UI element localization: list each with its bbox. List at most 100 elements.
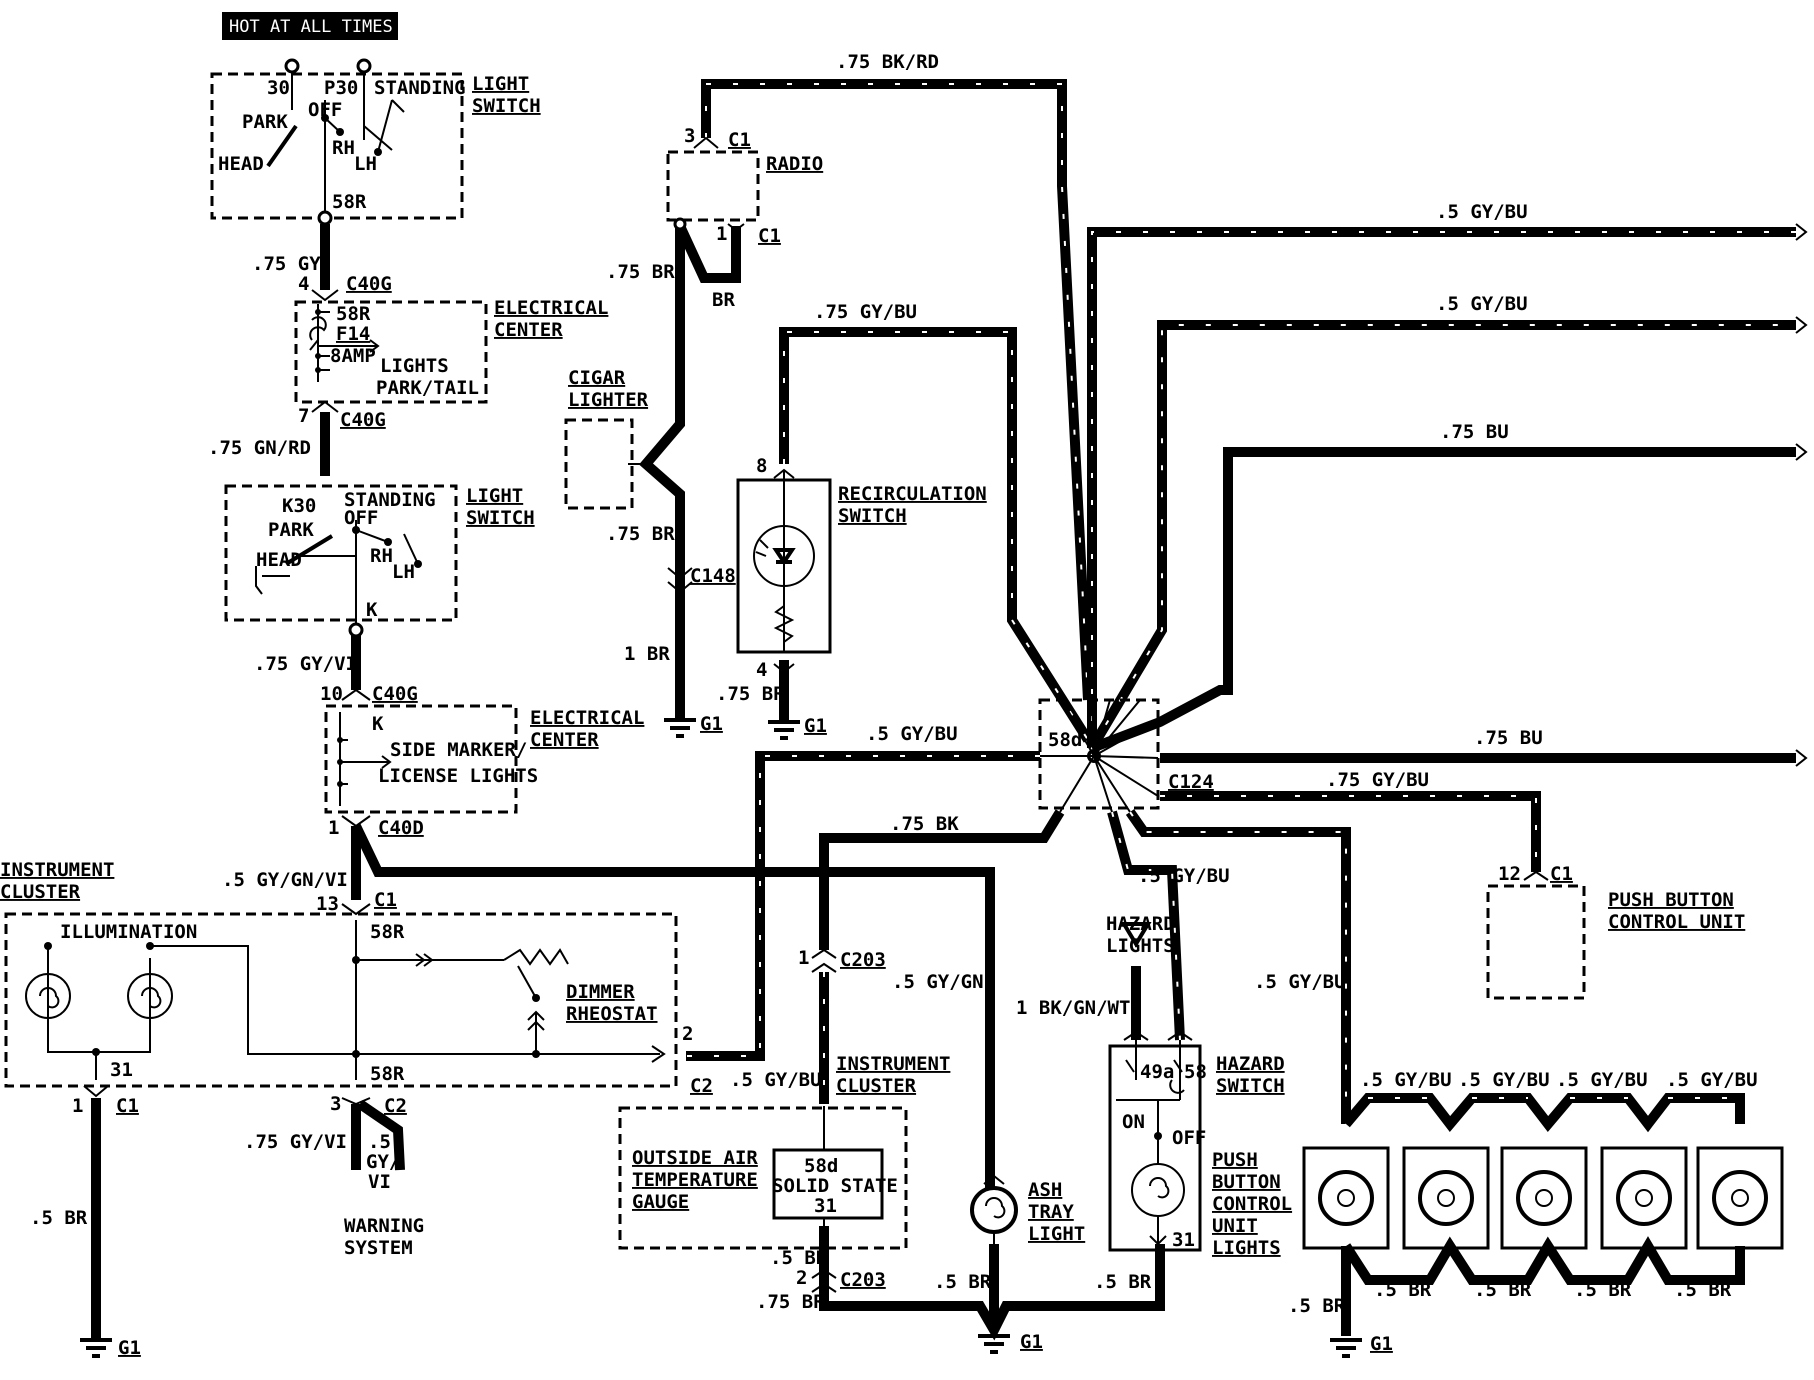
splice-label: 58d <box>1048 729 1082 751</box>
radio-box <box>666 150 760 222</box>
oat-ic1: INSTRUMENT <box>836 1053 950 1075</box>
c148: C148 <box>690 565 736 587</box>
bulb-box-4 <box>1600 1146 1688 1250</box>
wire-label-5gygn: .5 GY/GN <box>892 971 984 993</box>
ls2-lh: LH <box>392 561 415 583</box>
ec1-fuse: F14 <box>336 323 370 345</box>
splice-conn: C124 <box>1168 771 1214 793</box>
cigar-lighter-box <box>564 418 634 510</box>
g1-bottom: G1 <box>1020 1331 1043 1353</box>
hazard-flasher-arrow <box>1120 922 1152 948</box>
ec1-box <box>294 300 488 404</box>
wires <box>91 79 1796 1341</box>
ls1-58r: 58R <box>332 191 367 213</box>
instrument-cluster-box <box>4 912 678 1088</box>
wire-label-75bu-1: .75 BU <box>1440 421 1509 443</box>
wire-75-bkrd <box>701 79 1093 701</box>
ec2-title1: ELECTRICAL <box>530 707 644 729</box>
oat-ic2: CLUSTER <box>836 1075 917 1097</box>
ground-symbol-pb <box>1330 1338 1362 1358</box>
recirc-pin4: 4 <box>756 659 767 681</box>
pbcu-2: CONTROL UNIT <box>1608 911 1745 933</box>
pbcu-1: PUSH BUTTON <box>1608 889 1734 911</box>
ec1-parktail: PARK/TAIL <box>376 377 479 399</box>
oat-c203: C203 <box>840 949 886 971</box>
pbcu-c1: C1 <box>1550 863 1573 885</box>
wire-label-75gyvi: .75 GY/VI <box>254 653 357 675</box>
wire-label-1br: 1 BR <box>624 643 670 665</box>
wire-label-5gybu-r1: .5 GY/BU <box>1360 1069 1452 1091</box>
recirc-2: SWITCH <box>838 505 907 527</box>
oat-gauge-box <box>618 1106 908 1250</box>
bulb-box-3 <box>1500 1146 1588 1250</box>
wire-label-5br-r4: .5 BR <box>1674 1279 1732 1301</box>
ec1-title1: ELECTRICAL <box>494 297 608 319</box>
g1-ic: G1 <box>118 1337 141 1359</box>
wire-label-5br-ash: .5 BR <box>934 1271 992 1293</box>
oat-ss1: 58d <box>804 1155 838 1177</box>
solid-state-box <box>772 1148 884 1220</box>
wire-label-5gybu-6: .5 GY/BU <box>730 1069 822 1091</box>
g1-radio: G1 <box>700 713 723 735</box>
ls1-p30: P30 <box>324 77 358 99</box>
wire-5-gybu-pb <box>1125 809 1351 1124</box>
ic-c2b: C2 <box>384 1095 407 1117</box>
wire-label-75br-oat: .75 BR <box>756 1291 825 1313</box>
ic-dimmer2: RHEOSTAT <box>566 1003 658 1025</box>
pbl-1: PUSH <box>1212 1149 1258 1171</box>
labels: HOT AT ALL TIMES 30 P30 STANDING LIGHT S… <box>0 17 1758 1359</box>
ec2-pin1: 1 <box>328 817 339 839</box>
hazard-off: OFF <box>1172 1127 1206 1149</box>
g1-pb: G1 <box>1370 1333 1393 1355</box>
ls1-standing: STANDING <box>374 77 466 99</box>
pbcu-pin12: 12 <box>1498 863 1521 885</box>
radio-label: RADIO <box>766 153 823 175</box>
wire-label-5br-oat: .5 BR <box>770 1247 828 1269</box>
wire-label-br: BR <box>712 289 735 311</box>
warning-2: SYSTEM <box>344 1237 413 1259</box>
hazard-49a: 49a <box>1140 1061 1174 1083</box>
wire-label-75bk: .75 BK <box>890 813 959 835</box>
pbl-4: UNIT <box>1212 1215 1258 1237</box>
pb-bulbs <box>1302 1146 1784 1250</box>
ec1-pin4: 4 <box>298 273 309 295</box>
hazard-sw-1: HAZARD <box>1216 1053 1285 1075</box>
hot-badge: HOT AT ALL TIMES <box>229 17 393 37</box>
ec1-pin7: 7 <box>298 405 309 427</box>
cigar-1: CIGAR <box>568 367 626 389</box>
oat-3: GAUGE <box>632 1191 689 1213</box>
ls2-standing: STANDING <box>344 489 436 511</box>
ec2-side: SIDE MARKER/ <box>390 739 527 761</box>
ic-pin3: 3 <box>330 1093 341 1115</box>
ec2-title2: CENTER <box>530 729 599 751</box>
ground-symbol-radio <box>664 718 696 738</box>
wire-label-75br-a: .75 BR <box>606 261 675 283</box>
ic-title1: INSTRUMENT <box>0 859 114 881</box>
ec1-58r: 58R <box>336 303 371 325</box>
ec2-conn-in: C40G <box>372 683 418 705</box>
ic-58r-top: 58R <box>370 921 405 943</box>
ash-2: TRAY <box>1028 1201 1074 1223</box>
ls1-lh: LH <box>354 153 377 175</box>
outgoing-ends <box>1795 223 1808 767</box>
hazard-on: ON <box>1122 1111 1145 1133</box>
ls2-head: HEAD <box>256 549 302 571</box>
ec2-k: K <box>372 713 384 735</box>
radio-pin1: 1 <box>716 223 727 245</box>
wire-75-gybu-recirc <box>779 327 1093 743</box>
ls1-30: 30 <box>267 77 290 99</box>
wire-label-5br-r2: .5 BR <box>1474 1279 1532 1301</box>
wire-label-5gybu-4: .5 GY/BU <box>1138 865 1230 887</box>
ic-pin1: 1 <box>72 1095 83 1117</box>
ls2-title2: SWITCH <box>466 507 535 529</box>
recirc-pin8: 8 <box>756 455 767 477</box>
ic-c2: C2 <box>690 1075 713 1097</box>
ls1-title2: SWITCH <box>472 95 541 117</box>
pbl-2: BUTTON <box>1212 1171 1281 1193</box>
wire-label-5br-haz: .5 BR <box>1094 1271 1152 1293</box>
ls2-off: OFF <box>344 507 378 529</box>
ls2-park: PARK <box>268 519 314 541</box>
hazard-switch-box <box>1108 1044 1202 1252</box>
ls1-off: OFF <box>308 99 342 121</box>
hazard-pin31: 31 <box>1172 1229 1195 1251</box>
